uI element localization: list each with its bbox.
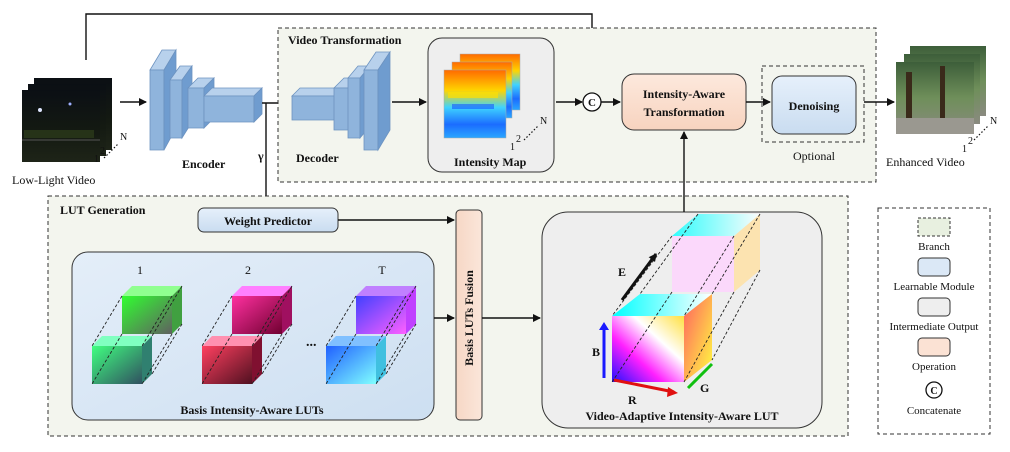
basis-luts-fusion-operation bbox=[455, 209, 483, 421]
intensity-aware-transformation-box bbox=[621, 73, 747, 131]
map-index-1: 1 bbox=[510, 142, 515, 153]
low-light-video-stack: 1 2 N bbox=[22, 78, 127, 165]
denoising-label: Denoising bbox=[789, 99, 840, 113]
enhanced-index-n: N bbox=[990, 116, 997, 127]
video-transformation-title: Video Transformation bbox=[288, 33, 402, 47]
svg-text:Learnable Module: Learnable Module bbox=[894, 281, 975, 293]
denoising-module bbox=[771, 75, 857, 135]
legend-item-learnable: Learnable Module bbox=[894, 257, 975, 293]
frame-index-2: 2 bbox=[100, 146, 105, 157]
map-index-2: 2 bbox=[516, 134, 521, 145]
lut-axis-r: R bbox=[613, 378, 678, 407]
lut-axis-e: E bbox=[618, 253, 658, 301]
svg-text:Operation: Operation bbox=[912, 361, 956, 373]
decoder-network bbox=[291, 50, 391, 152]
map-index-n: N bbox=[540, 116, 547, 127]
gamma-symbol: γ bbox=[257, 149, 264, 163]
enhanced-video-label: Enhanced Video bbox=[886, 155, 965, 169]
optional-label: Optional bbox=[793, 149, 836, 163]
enhanced-index-2: 2 bbox=[968, 136, 973, 147]
weight-predictor-label: Weight Predictor bbox=[224, 214, 313, 228]
encoder-label: Encoder bbox=[182, 157, 226, 171]
operation-label-line2: Transformation bbox=[643, 105, 724, 119]
svg-text:1: 1 bbox=[137, 263, 143, 277]
adaptive-lut-cubes bbox=[611, 213, 761, 383]
svg-text:E: E bbox=[618, 265, 626, 279]
low-light-video-label: Low-Light Video bbox=[12, 173, 95, 187]
svg-text:Branch: Branch bbox=[918, 241, 950, 253]
lut-axis-b: B bbox=[592, 322, 609, 378]
intensity-map-stack: 1 2 N bbox=[443, 53, 547, 153]
fusion-label: Basis LUTs Fusion bbox=[462, 270, 476, 366]
operation-label-line1: Intensity-Aware bbox=[643, 87, 726, 101]
basis-lut-t: T bbox=[325, 263, 417, 385]
frame-index-n: N bbox=[120, 132, 127, 143]
svg-text:R: R bbox=[628, 393, 637, 407]
frame-index-1: 1 bbox=[94, 154, 99, 165]
svg-text:G: G bbox=[700, 381, 709, 395]
legend-item-branch: Branch bbox=[917, 217, 951, 253]
basis-luts-label: Basis Intensity-Aware LUTs bbox=[180, 403, 323, 417]
optional-branch bbox=[761, 65, 865, 143]
basis-ellipsis: ... bbox=[306, 335, 317, 350]
legend-item-intermediate: Intermediate Output bbox=[890, 297, 979, 333]
basis-lut-2: 2 bbox=[201, 263, 293, 385]
lut-generation-title: LUT Generation bbox=[60, 203, 146, 217]
intensity-map-label: Intensity Map bbox=[454, 155, 527, 169]
low-light-frame bbox=[22, 90, 100, 162]
svg-text:2: 2 bbox=[245, 263, 251, 277]
legend-item-operation: Operation bbox=[912, 337, 956, 373]
concat-operator: C bbox=[582, 92, 602, 112]
svg-text:Intermediate Output: Intermediate Output bbox=[890, 321, 979, 333]
decoder-label: Decoder bbox=[296, 151, 339, 165]
enhanced-index-1: 1 bbox=[962, 144, 967, 155]
svg-text:B: B bbox=[592, 345, 600, 359]
enhanced-video-stack: 1 2 N bbox=[896, 46, 997, 155]
encoder-network bbox=[149, 48, 263, 151]
svg-text:Concatenate: Concatenate bbox=[907, 405, 961, 417]
adaptive-lut-label: Video-Adaptive Intensity-Aware LUT bbox=[585, 409, 778, 423]
svg-text:C: C bbox=[588, 97, 596, 109]
svg-text:C: C bbox=[930, 386, 937, 397]
legend-item-concatenate: C Concatenate bbox=[907, 381, 961, 417]
svg-text:T: T bbox=[378, 263, 386, 277]
lut-axis-g: G bbox=[686, 362, 714, 395]
basis-lut-1: 1 bbox=[91, 263, 183, 385]
